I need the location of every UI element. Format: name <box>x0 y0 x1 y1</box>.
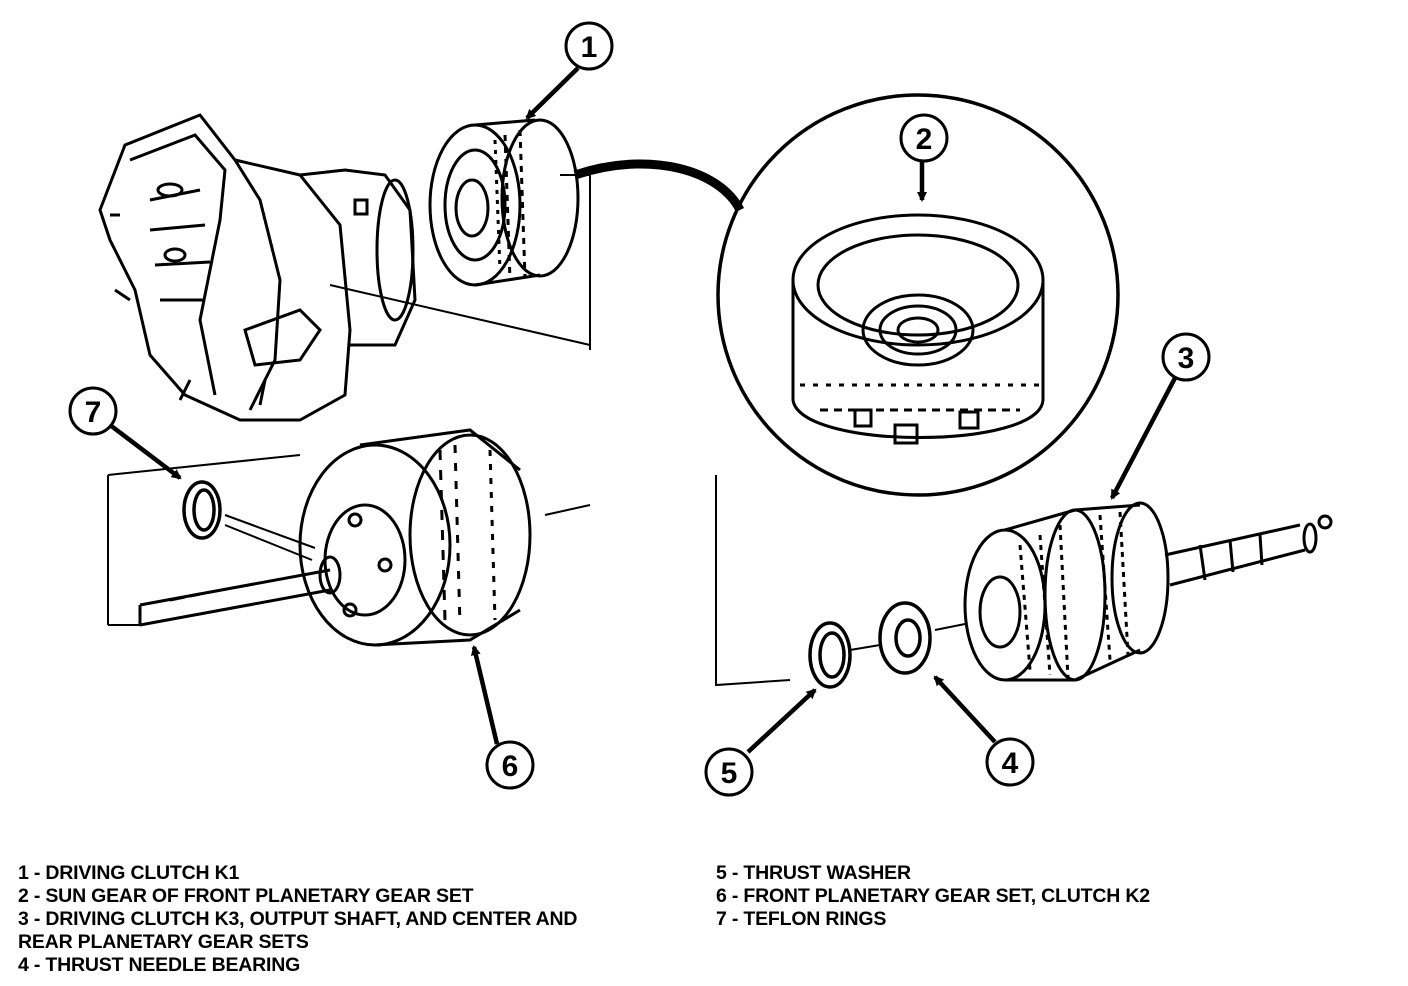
legend-item-1: 1 - DRIVING CLUTCH K1 <box>18 862 240 884</box>
callout-arrow-1 <box>525 66 580 120</box>
thrust-needle-bearing <box>878 601 976 675</box>
parts-legend: 1 - DRIVING CLUTCH K1 2 - SUN GEAR OF FR… <box>0 862 1408 986</box>
svg-text:1: 1 <box>581 31 598 64</box>
callout-arrow-5 <box>746 688 817 754</box>
callout-arrow-3 <box>1110 376 1177 500</box>
driving-clutch-k1 <box>428 118 580 287</box>
callout-3: 3 <box>1161 332 1211 382</box>
callout-5: 5 <box>704 747 754 797</box>
sun-gear-assembly <box>791 213 1045 445</box>
svg-text:2: 2 <box>916 123 933 156</box>
legend-item-7: 7 - TEFLON RINGS <box>716 908 887 930</box>
svg-text:3: 3 <box>1178 342 1195 375</box>
callout-1: 1 <box>564 21 614 71</box>
exploded-view-drawing: 1 2 3 4 5 6 7 <box>68 21 1333 797</box>
callout-arrow-4 <box>933 675 997 744</box>
svg-text:7: 7 <box>85 396 102 429</box>
legend-item-3: 3 - DRIVING CLUTCH K3, OUTPUT SHAFT, AND… <box>18 908 578 930</box>
legend-item-2: 2 - SUN GEAR OF FRONT PLANETARY GEAR SET <box>18 885 474 907</box>
legend-item-4: 4 - THRUST NEEDLE BEARING <box>18 954 301 976</box>
callout-arrow-6 <box>470 645 500 745</box>
sun-gear-detail-circle <box>560 93 1120 497</box>
legend-item-6: 6 - FRONT PLANETARY GEAR SET, CLUTCH K2 <box>716 885 1150 907</box>
driving-clutch-k3-assembly <box>963 501 1333 682</box>
callout-arrows <box>108 66 1177 754</box>
callout-arrow-7 <box>108 423 182 480</box>
callout-4: 4 <box>985 737 1035 787</box>
thrust-washer <box>808 621 881 689</box>
legend-column-right: 5 - THRUST WASHER 6 - FRONT PLANETARY GE… <box>716 862 1376 931</box>
callout-7: 7 <box>68 386 118 436</box>
svg-text:6: 6 <box>502 750 519 783</box>
transmission-housing <box>98 113 417 422</box>
svg-text:4: 4 <box>1002 747 1019 780</box>
callout-6: 6 <box>485 740 535 790</box>
legend-item-3-continued: REAR PLANETARY GEAR SETS <box>18 931 309 953</box>
callout-2: 2 <box>899 113 949 163</box>
legend-column-left: 1 - DRIVING CLUTCH K1 2 - SUN GEAR OF FR… <box>18 862 678 977</box>
legend-item-5: 5 - THRUST WASHER <box>716 862 911 884</box>
svg-text:5: 5 <box>721 757 738 790</box>
front-planetary-gear-set <box>107 284 791 687</box>
teflon-rings <box>182 480 316 561</box>
